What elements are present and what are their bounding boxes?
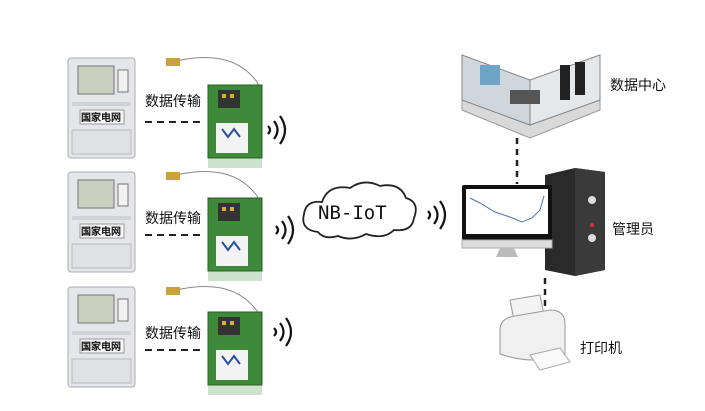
datacenter-label: 数据中心 xyxy=(610,78,666,94)
link-label: 数据传输 xyxy=(145,326,201,342)
nb-iot-module xyxy=(207,197,263,282)
meter-brand: 国家电网 xyxy=(81,113,121,124)
link-label: 数据传输 xyxy=(145,94,201,110)
wireless-signal-icon xyxy=(274,214,295,246)
nb-iot-module xyxy=(207,84,263,169)
wireless-signal-icon xyxy=(272,316,293,348)
power-meter xyxy=(67,57,136,159)
data-center-image xyxy=(461,54,601,139)
meter-brand: 国家电网 xyxy=(81,342,121,353)
admin-label: 管理员 xyxy=(612,222,654,238)
wireless-signal-icon xyxy=(426,199,447,231)
cloud-icon xyxy=(302,181,417,240)
network-label: NB-IoT xyxy=(318,202,387,224)
server-tower xyxy=(545,168,605,276)
printer-label: 打印机 xyxy=(580,341,622,357)
wireless-signal-icon xyxy=(266,114,287,146)
monitor xyxy=(461,185,553,257)
power-meter xyxy=(67,286,136,388)
link-label: 数据传输 xyxy=(145,211,201,227)
nb-iot-module xyxy=(207,311,263,396)
power-meter xyxy=(67,171,136,273)
meter-brand: 国家电网 xyxy=(81,227,121,238)
printer-image xyxy=(499,294,571,371)
